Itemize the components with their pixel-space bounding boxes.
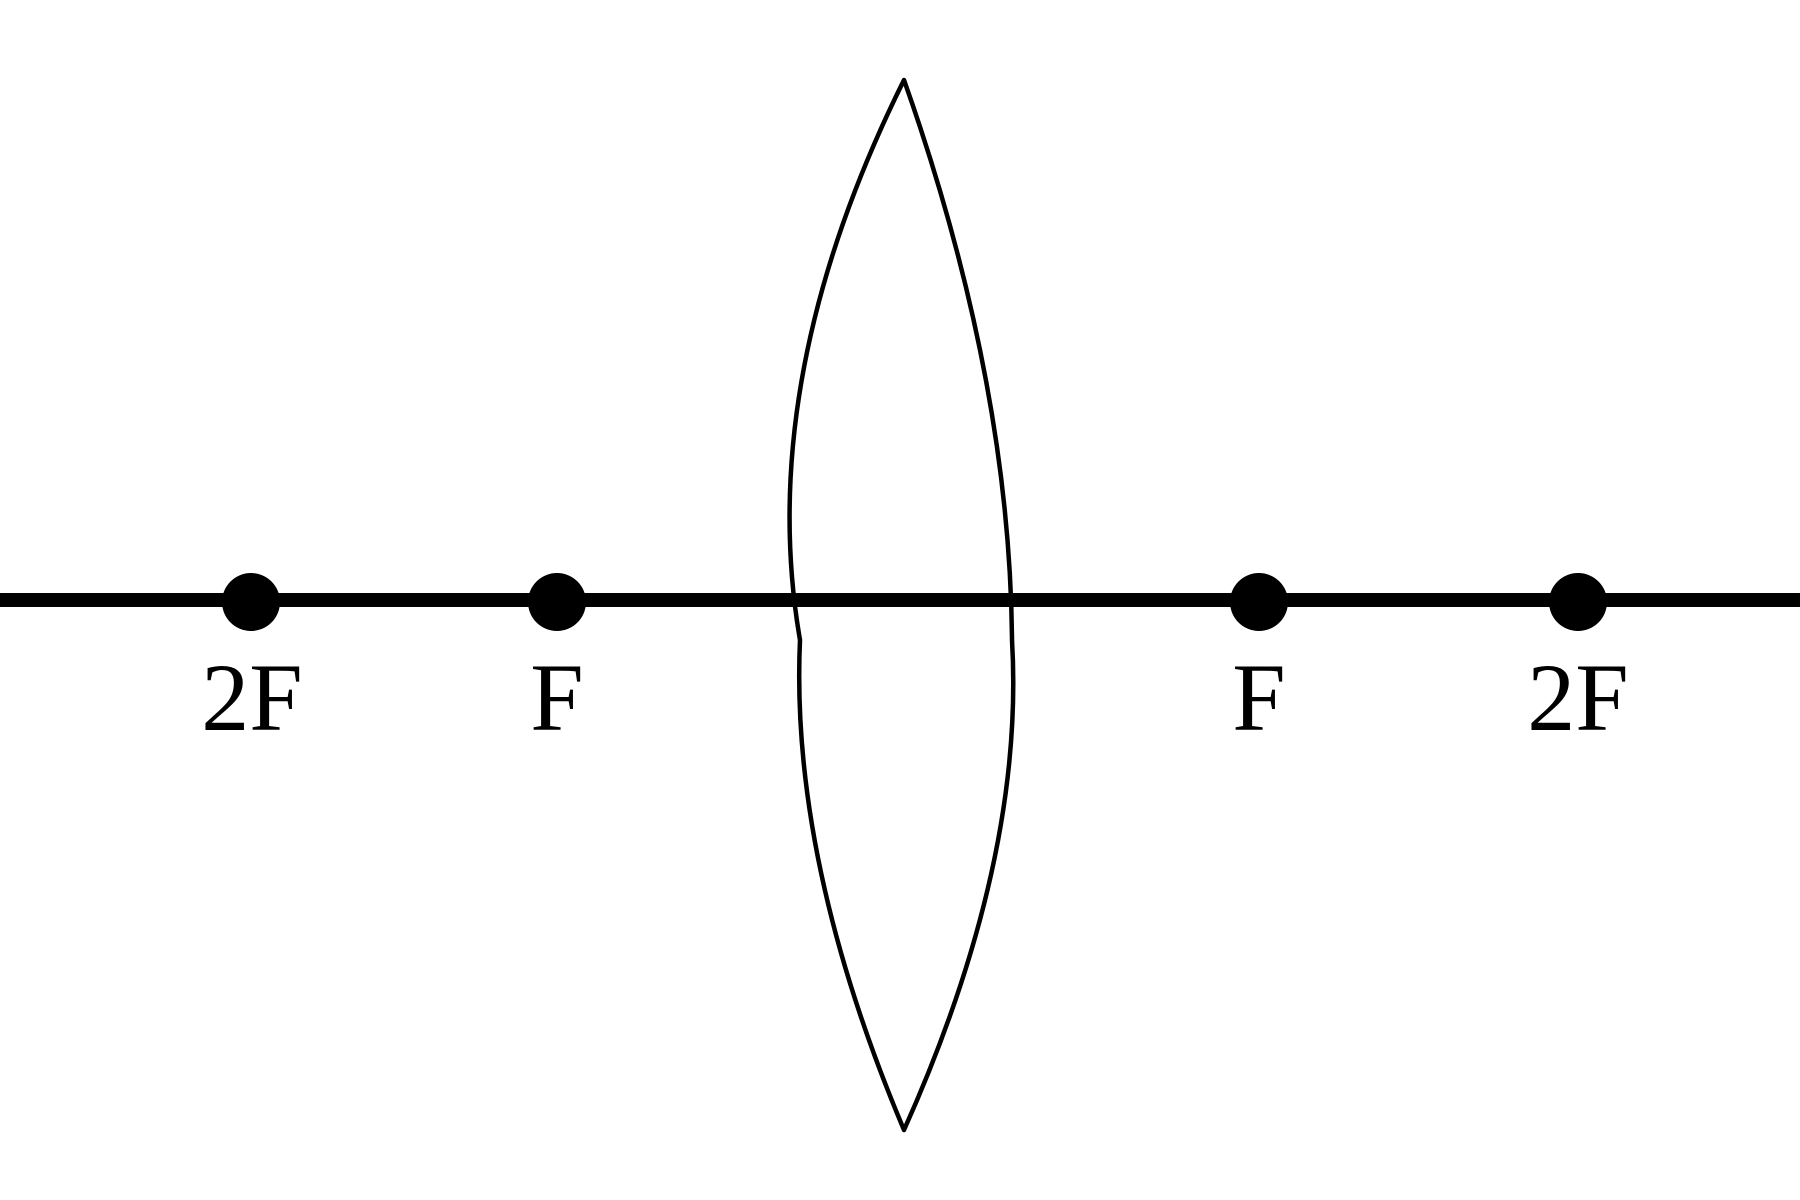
convex-lens <box>787 77 1016 1133</box>
label-2f-left: 2F <box>201 644 302 751</box>
label-f-left: F <box>530 644 583 751</box>
point-2f-left <box>222 573 280 631</box>
point-2f-right <box>1549 573 1607 631</box>
label-f-right: F <box>1232 644 1285 751</box>
point-f-left <box>528 573 586 631</box>
label-2f-right: 2F <box>1527 644 1628 751</box>
point-f-right <box>1230 573 1288 631</box>
